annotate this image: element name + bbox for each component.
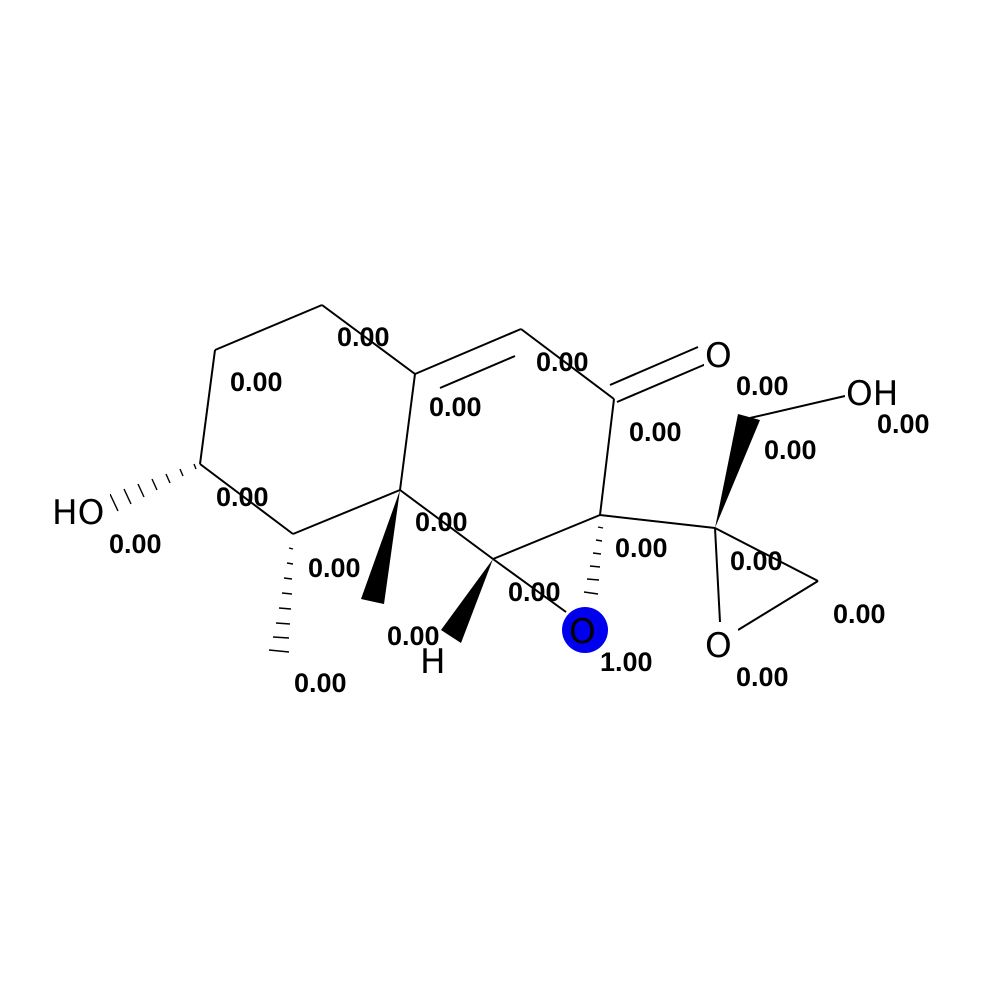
hash-ring-o (583, 526, 604, 595)
weight-h-atom: 0.00 (387, 621, 440, 651)
weight-c-epoxide-quat: 0.00 (764, 435, 817, 465)
wedge-hydrogen (441, 559, 493, 643)
bond-ringB-3 (599, 398, 615, 516)
weight-c-bridge-side: 0.00 (730, 546, 783, 576)
atom-label-epoxide-o: O (705, 626, 732, 666)
wedge-methyl (361, 490, 400, 604)
weight-o-hydroxyl: 0.00 (877, 409, 930, 439)
atom-label-ring-o: O (569, 612, 596, 652)
atom-label-hydroxyl-ho: HO (52, 493, 104, 533)
weight-c-methyl: 0.00 (294, 668, 347, 698)
bond-side-chain (599, 514, 716, 529)
weight-o-ring: 1.00 (600, 647, 653, 677)
weight-c-methyl-sub: 0.00 (308, 553, 361, 583)
bond-bridge-o (492, 558, 567, 613)
bond-ringB-4 (492, 514, 601, 560)
weight-c-top-left: 0.00 (337, 322, 390, 352)
bond-ketone-b (616, 363, 707, 403)
bond-ringB-5 (399, 489, 494, 560)
bond-ringB-2 (520, 328, 615, 400)
weight-c-fusion-top: 0.00 (429, 392, 482, 422)
bond-ringA-4 (292, 489, 401, 535)
weight-o-ho: 0.00 (109, 529, 162, 559)
bond-ketone-a (609, 346, 699, 386)
weight-c-alkene: 0.00 (536, 347, 589, 377)
bond-ringA-5 (199, 463, 294, 535)
bond-epoxide-3 (714, 527, 721, 623)
weight-c-ch2oh: 0.00 (736, 371, 789, 401)
bond-ch2oh (749, 395, 846, 419)
bond-ringA-6 (199, 349, 216, 465)
bond-double-inner (439, 355, 516, 389)
bond-ringA-1 (214, 304, 323, 351)
weight-c-stereo-right: 0.00 (615, 533, 668, 563)
atom-label-hydrogen: H (420, 642, 446, 682)
bond-epoxide-1 (714, 527, 819, 582)
atom-label-ketone-o: O (705, 336, 732, 376)
weight-c-epoxide-ch2: 0.00 (833, 599, 886, 629)
weight-c-left-upper: 0.00 (230, 367, 283, 397)
hash-ho (109, 463, 197, 512)
highlight-o-ring (562, 607, 608, 653)
weight-c-choh: 0.00 (216, 482, 269, 512)
weight-c-carbonyl: 0.00 (629, 417, 682, 447)
bond-ringA-3 (399, 373, 416, 491)
weight-c-bridge: 0.00 (508, 577, 561, 607)
bond-double-outer (414, 328, 522, 375)
weight-o-epoxide: 0.00 (736, 662, 789, 692)
bond-epoxide-2 (737, 580, 819, 631)
bond-ringA-2 (321, 304, 416, 375)
hash-methyl (268, 547, 294, 653)
weight-c-quaternary: 0.00 (415, 507, 468, 537)
atom-label-hydroxyl-oh: OH (846, 374, 898, 414)
wedge-ch2oh (715, 414, 760, 528)
